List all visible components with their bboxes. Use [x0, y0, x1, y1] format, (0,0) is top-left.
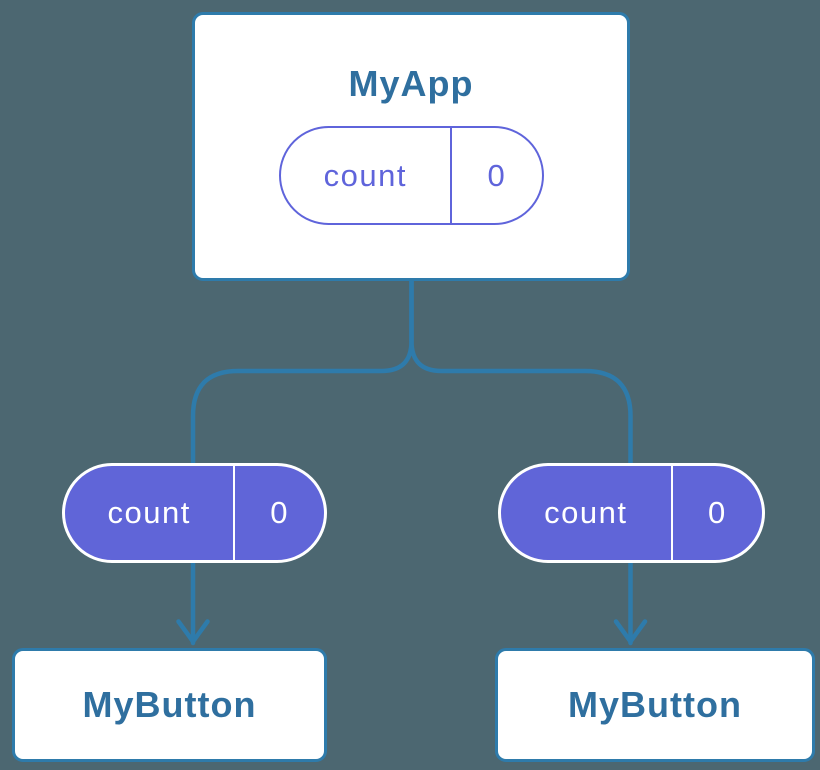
connector-right-branch	[409, 276, 633, 646]
state-value-label: 0	[707, 495, 727, 530]
connector-left-branch	[190, 276, 414, 646]
component-title-mybutton-right: MyButton	[568, 684, 742, 725]
state-pill-myapp: count 0	[278, 126, 544, 225]
state-value-label: 0	[270, 495, 290, 530]
arrowhead-right-icon	[613, 619, 648, 644]
state-pill-left-button: count 0	[62, 463, 327, 563]
state-pill-right-button: count 0	[498, 463, 765, 563]
arrowhead-left-icon	[176, 619, 210, 644]
state-name-label: count	[501, 466, 673, 560]
component-card-myapp: MyApp count 0	[192, 12, 630, 281]
component-card-mybutton-left: MyButton	[12, 648, 327, 762]
state-value-label: 0	[487, 157, 507, 193]
state-name-label: count	[281, 128, 453, 223]
component-title-mybutton-left: MyButton	[82, 684, 257, 725]
component-card-mybutton-right: MyButton	[495, 648, 815, 762]
state-name-label: count	[65, 466, 236, 560]
component-title-myapp: MyApp	[348, 63, 474, 104]
